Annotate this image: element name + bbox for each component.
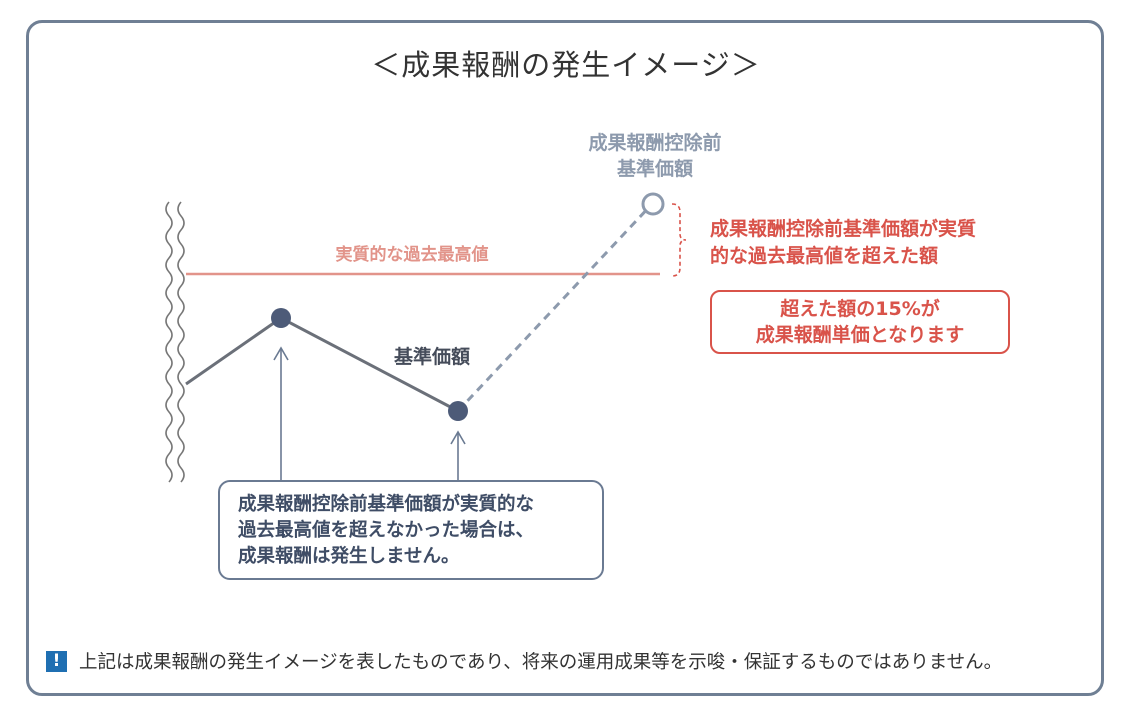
no-fee-note-box: 成果報酬控除前基準価額が実質的な 過去最高値を超えなかった場合は、 成果報酬は発… (218, 480, 604, 580)
fee-rate-line2: 成果報酬単価となります (755, 324, 965, 346)
pre-fee-nav-dashed-line (456, 202, 654, 413)
exclamation-icon: ! (46, 650, 67, 672)
pre-fee-nav-label-line1: 成果報酬控除前 (588, 132, 722, 154)
excess-amount-label-line2: 的な過去最高値を超えた額 (710, 245, 939, 267)
axis-break-icon (165, 201, 185, 483)
pre-fee-nav-point (641, 192, 665, 216)
footnote: ! 上記は成果報酬の発生イメージを表したものであり、将来の運用成果等を示唆・保証… (46, 648, 1096, 674)
footnote-text: 上記は成果報酬の発生イメージを表したものであり、将来の運用成果等を示唆・保証する… (79, 652, 1003, 673)
diagram-title: ＜成果報酬の発生イメージ＞ (371, 48, 761, 82)
no-fee-note-line3: 成果報酬は発生しません。 (238, 546, 460, 567)
arrow-to-trough (450, 430, 466, 480)
trough-point (448, 401, 468, 421)
excess-brace (671, 203, 687, 277)
pre-fee-nav-label-line2: 基準価額 (616, 158, 693, 180)
diagram-frame (26, 20, 1104, 696)
fee-rate-line1: 超えた額の15%が (780, 298, 940, 320)
fee-rate-box: 超えた額の15%が 成果報酬単価となります (710, 290, 1010, 354)
nav-label: 基準価額 (393, 346, 470, 368)
peak-point (271, 308, 291, 328)
excess-amount-label-line1: 成果報酬控除前基準価額が実質 (710, 218, 977, 240)
pre-fee-nav-label: 成果報酬控除前 基準価額 (560, 130, 750, 182)
no-fee-note-line2: 過去最高値を超えなかった場合は、 (238, 520, 535, 541)
no-fee-note-line1: 成果報酬控除前基準価額が実質的な (238, 494, 535, 515)
high-water-mark-label: 実質的な過去最高値 (335, 245, 489, 265)
arrow-to-peak (273, 346, 289, 480)
excess-amount-label: 成果報酬控除前基準価額が実質 的な過去最高値を超えた額 (710, 216, 1090, 270)
